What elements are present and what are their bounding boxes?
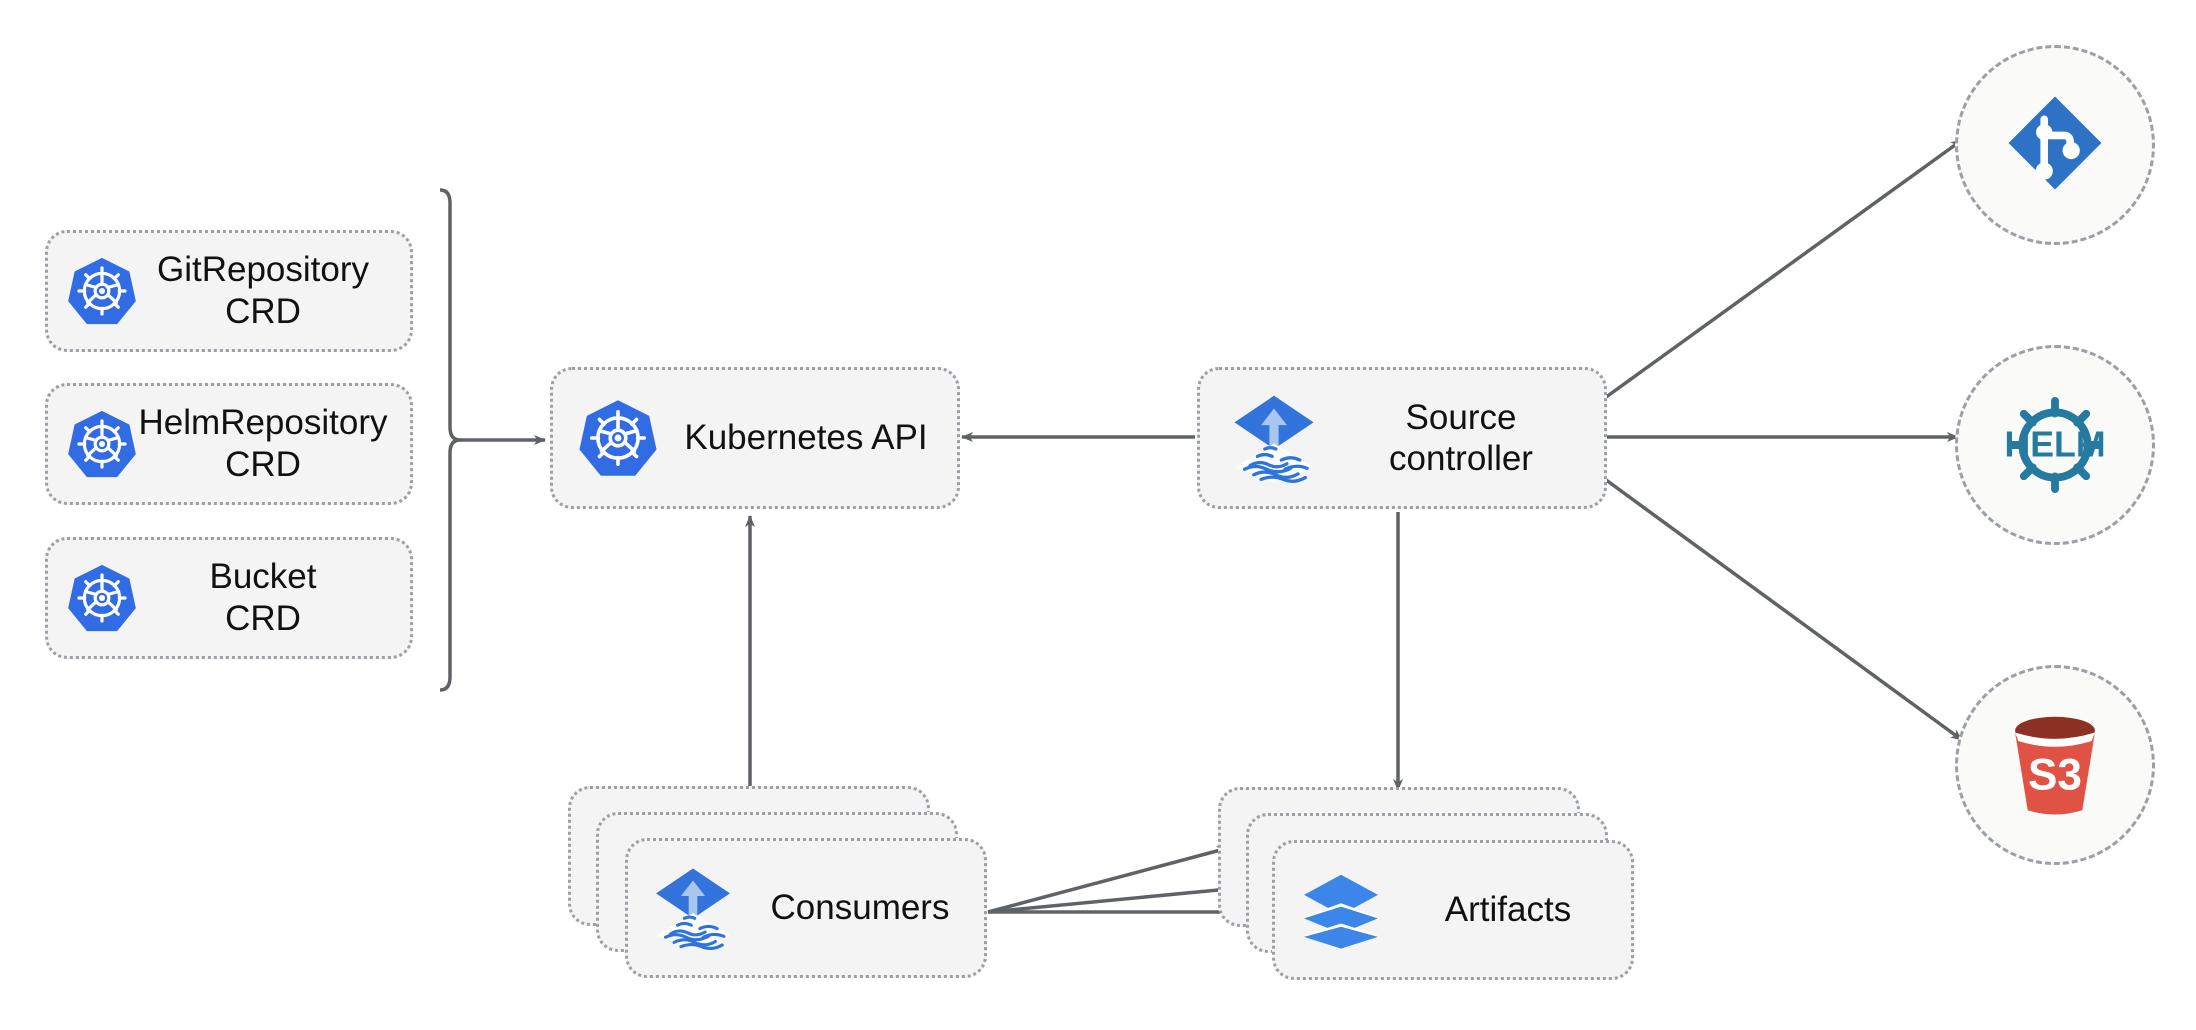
crd-box-helmrepository[interactable]: HelmRepository CRD [45,383,413,505]
helm-icon: HELM [1992,382,2118,508]
crd-box-bucket[interactable]: Bucket CRD [45,537,413,659]
node-consumers[interactable]: Consumers [625,838,987,978]
external-source-s3[interactable]: S3 [1955,665,2155,865]
crd-label-helmrepository: HelmRepository CRD [138,403,388,484]
kubernetes-icon [577,397,659,479]
s3-label: S3 [2028,750,2082,799]
node-label-source-controller: Source controller [1389,397,1533,478]
kubernetes-icon [66,255,138,327]
edge-consumers-to-artifacts-2 [987,882,1261,914]
node-source-controller[interactable]: Source controller [1197,367,1607,509]
kubernetes-icon [66,408,138,480]
edge-source-controller-to-git [1600,138,1964,402]
flux-icon [650,862,736,954]
layers-icon [1299,868,1383,952]
s3-bucket-icon: S3 [1992,705,2118,826]
kubernetes-icon [66,562,138,634]
node-kubernetes-api[interactable]: Kubernetes API [550,367,960,509]
crd-label-bucket: Bucket CRD [209,557,317,638]
external-source-helm[interactable]: HELM [1955,345,2155,545]
crd-label-gitrepository: GitRepository CRD [156,250,370,331]
crd-box-gitrepository[interactable]: GitRepository CRD [45,230,413,352]
git-icon [2001,89,2109,202]
external-source-git[interactable] [1955,45,2155,245]
edge-source-controller-to-s3 [1600,475,1964,742]
node-label-artifacts: Artifacts [1444,890,1572,930]
node-label-kubernetes-api: Kubernetes API [684,418,928,458]
flux-icon [1228,390,1320,486]
node-artifacts[interactable]: Artifacts [1272,840,1634,980]
edge-consumers-to-artifacts-1 [987,846,1229,914]
node-label-consumers: Consumers [770,888,950,928]
helm-label: HELM [2004,425,2105,465]
